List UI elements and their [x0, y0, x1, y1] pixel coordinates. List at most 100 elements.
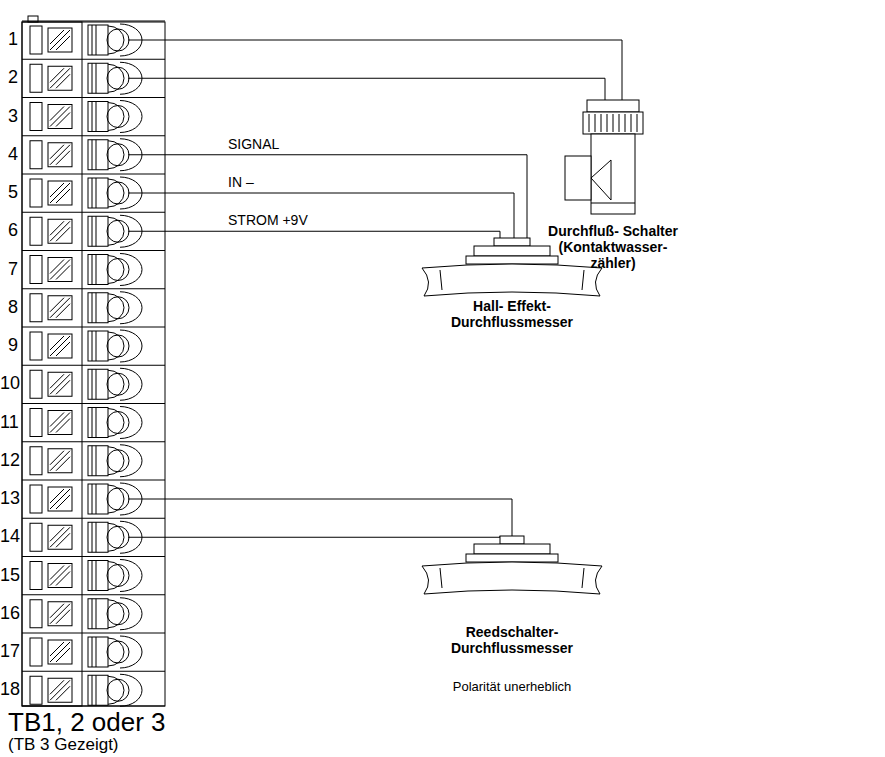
- terminal-block: [22, 22, 165, 706]
- clamp-hatch: [50, 489, 64, 503]
- clamp-window: [48, 525, 72, 549]
- clamp-hatch: [50, 260, 70, 280]
- clamp-hatch: [50, 336, 70, 356]
- clamp-hatch: [50, 221, 70, 241]
- nut-rib: [613, 114, 614, 132]
- clamp-hatch: [50, 413, 64, 427]
- nut-rib: [589, 114, 590, 132]
- clamp-window: [48, 640, 72, 664]
- screw-thread: [92, 561, 93, 591]
- clamp-hatch: [50, 260, 64, 274]
- clamp-window: [48, 219, 72, 243]
- screw-head-outer: [120, 101, 142, 133]
- meter-edge: [582, 270, 584, 290]
- screw-head: [108, 103, 124, 131]
- screw-circle: [107, 67, 129, 89]
- screw-thread: [96, 408, 97, 438]
- screw-thread: [96, 178, 97, 208]
- screw-thread: [96, 331, 97, 361]
- screw-housing: [88, 102, 108, 132]
- screw-circle: [107, 373, 129, 395]
- nut-rib: [595, 114, 596, 132]
- switch-cap-top: [587, 100, 639, 112]
- device-name: Hall- Effekt- Durchflussmesser: [445, 298, 579, 330]
- screw-thread: [96, 484, 97, 514]
- clamp-window: [48, 372, 72, 396]
- screw-thread: [92, 446, 93, 476]
- screw-thread: [96, 369, 97, 399]
- meter-flange: [466, 554, 558, 562]
- meter-connector: [500, 536, 524, 544]
- screw-circle: [107, 450, 129, 472]
- clamp-slot: [30, 409, 42, 437]
- screw-thread: [92, 255, 93, 285]
- terminal-divider: [22, 327, 165, 328]
- switch-joint: [591, 203, 635, 204]
- terminal-divider: [22, 480, 165, 481]
- clamp-hatch: [50, 30, 70, 50]
- terminal-divider: [22, 174, 165, 175]
- screw-thread: [96, 637, 97, 667]
- clamp-hatch: [50, 374, 64, 388]
- screw-head-outer: [120, 368, 142, 400]
- clamp-hatch: [50, 298, 70, 318]
- screw-thread: [96, 102, 97, 132]
- screw-thread: [96, 293, 97, 323]
- switch-nut: [583, 112, 643, 134]
- clamp-hatch: [50, 183, 64, 197]
- clamp-window: [48, 449, 72, 473]
- clamp-slot: [30, 600, 42, 628]
- terminal-divider: [22, 441, 165, 442]
- clamp-slot: [30, 370, 42, 398]
- terminal-number: 4: [0, 144, 18, 165]
- terminal-block-name: TB1, 2 oder 3: [8, 708, 166, 738]
- screw-head: [108, 26, 124, 54]
- screw-head-outer: [120, 598, 142, 630]
- terminal-number: 14: [0, 526, 18, 547]
- screw-head-outer: [120, 254, 142, 286]
- screw-head: [108, 409, 124, 437]
- clamp-hatch: [56, 36, 70, 50]
- clamp-window: [48, 487, 72, 511]
- clamp-slot: [30, 638, 42, 666]
- wire: [128, 536, 500, 537]
- screw-thread: [92, 484, 93, 514]
- meter-flange: [466, 256, 558, 264]
- screw-thread: [96, 140, 97, 170]
- note: Polarität unerheblich: [453, 680, 572, 695]
- screw-thread: [96, 599, 97, 629]
- terminal-number: 9: [0, 335, 18, 356]
- screw-circle: [107, 335, 129, 357]
- signal-name: STROM +9V: [228, 212, 308, 228]
- screw-housing: [88, 216, 108, 246]
- clamp-slot: [30, 141, 42, 169]
- screw-housing: [88, 63, 108, 93]
- screw-circle: [107, 220, 129, 242]
- clamp-hatch: [50, 374, 70, 394]
- clamp-hatch: [50, 336, 64, 350]
- screw-head: [108, 179, 124, 207]
- screw-head: [108, 485, 124, 513]
- screw-circle: [107, 182, 129, 204]
- terminal-divider: [22, 671, 165, 672]
- screw-thread: [92, 25, 93, 55]
- clamp-window: [48, 258, 72, 282]
- clamp-hatch: [56, 419, 70, 433]
- screw-head: [108, 638, 124, 666]
- switch-pipe: [591, 134, 635, 214]
- screw-head-outer: [120, 445, 142, 477]
- switch-paddle: [591, 178, 611, 200]
- clamp-hatch: [56, 457, 70, 471]
- terminal-block-note: (TB 3 Gezeigt): [8, 735, 119, 755]
- clamp-hatch: [50, 413, 70, 433]
- clamp-slot: [30, 562, 42, 590]
- terminal-number: 17: [0, 641, 18, 662]
- clamp-slot: [30, 676, 42, 704]
- screw-housing: [88, 255, 108, 285]
- clamp-hatch: [56, 495, 70, 509]
- screw-thread: [92, 178, 93, 208]
- screw-housing: [88, 178, 108, 208]
- terminal-divider: [22, 97, 165, 98]
- screw-circle: [107, 144, 129, 166]
- terminal-divider: [22, 365, 165, 366]
